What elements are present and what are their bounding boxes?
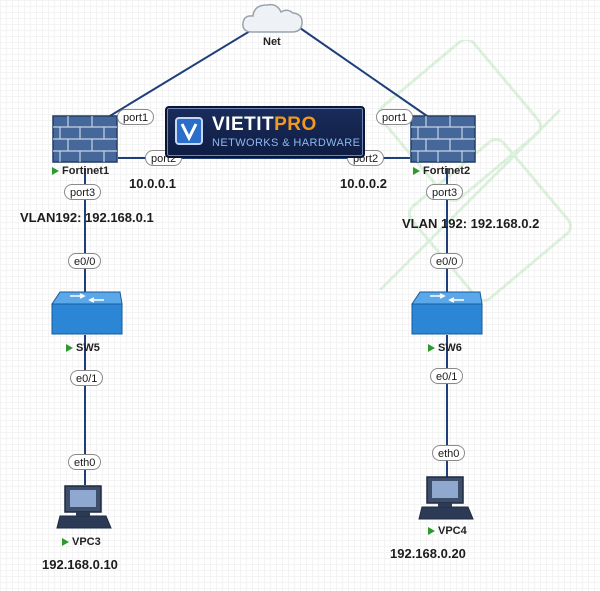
cloud-label: Net [263,36,281,48]
sw5-port-e0-1[interactable]: e0/1 [70,370,104,386]
status-running-icon [66,344,73,353]
vpc4-ip: 192.168.0.20 [390,546,466,561]
sw5-label: SW5 [66,342,100,354]
computer-icon[interactable] [56,485,112,531]
link-fortinet1-net [94,27,256,126]
link-fortinet2-net [299,27,441,126]
logo-mark-icon [175,117,203,145]
vpc4-label: VPC4 [428,525,467,537]
fortinet1-port1[interactable]: port1 [117,109,155,125]
status-running-icon [413,167,420,176]
fortinet2-label: Fortinet2 [413,165,470,177]
fortinet1-label: Fortinet1 [52,165,109,177]
fortinet2-port3[interactable]: port3 [426,184,464,200]
status-running-icon [428,344,435,353]
fortinet1-ip: 10.0.0.1 [129,176,176,191]
firewall-icon[interactable] [410,115,476,163]
switch-icon[interactable] [410,290,484,336]
sw6-port-e0-1[interactable]: e0/1 [430,368,464,384]
vpc3-port-eth0[interactable]: eth0 [68,454,102,470]
firewall-icon[interactable] [52,115,118,163]
fortinet1-vlan: VLAN192: 192.168.0.1 [20,210,154,225]
cloud-icon[interactable] [240,0,306,36]
fortinet2-vlan: VLAN 192: 192.168.0.2 [402,216,540,231]
fortinet2-port1[interactable]: port1 [376,109,414,125]
vpc4-port-eth0[interactable]: eth0 [432,445,466,461]
vpc3-label: VPC3 [62,536,101,548]
status-running-icon [52,167,59,176]
status-running-icon [62,538,69,547]
vietitpro-logo: VIETITPRO NETWORKS & HARDWARE [165,106,365,158]
fortinet2-ip: 10.0.0.2 [340,176,387,191]
logo-brand: VIETITPRO [212,114,317,135]
sw6-port-e0-0[interactable]: e0/0 [430,253,464,269]
switch-icon[interactable] [50,290,124,336]
sw6-label: SW6 [428,342,462,354]
logo-tagline: NETWORKS & HARDWARE [212,137,361,149]
fortinet1-port3[interactable]: port3 [64,184,102,200]
sw5-port-e0-0[interactable]: e0/0 [68,253,102,269]
status-running-icon [428,527,435,536]
computer-icon[interactable] [418,476,474,522]
vpc3-ip: 192.168.0.10 [42,557,118,572]
